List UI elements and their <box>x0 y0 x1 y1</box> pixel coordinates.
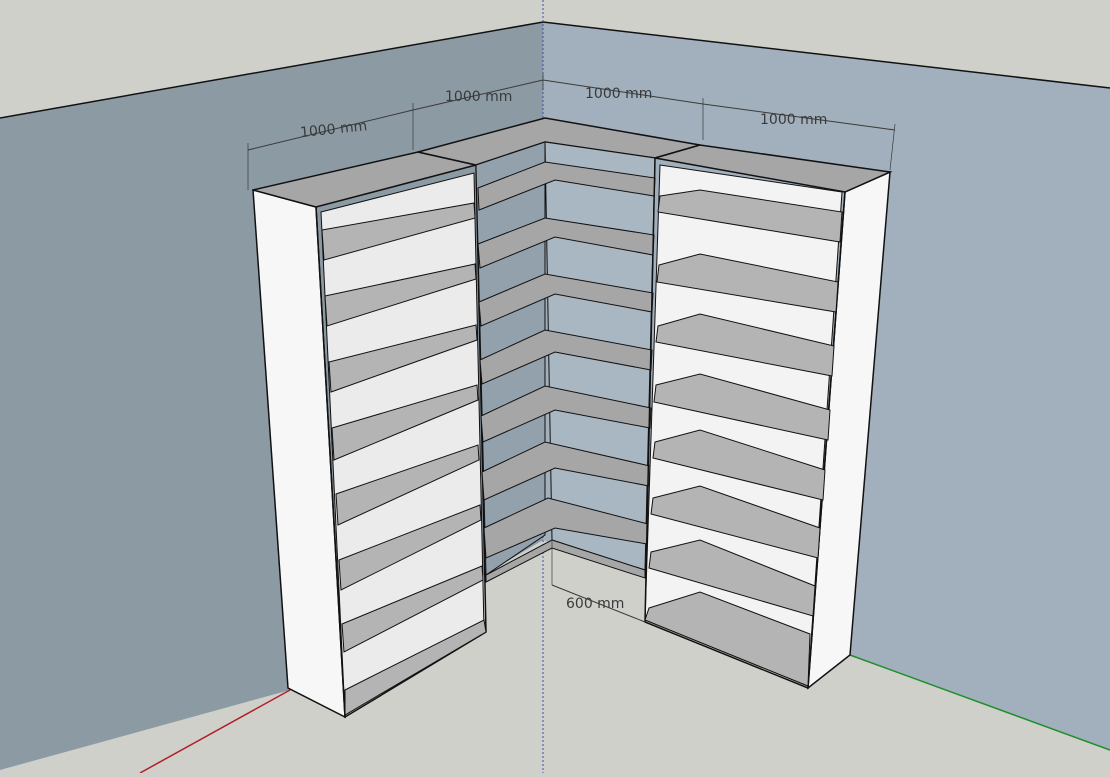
left-shelves <box>321 202 487 716</box>
right-bookcase-top <box>654 144 893 193</box>
right-shelf <box>650 485 821 559</box>
dimension-label: 600 mm <box>566 596 624 612</box>
dimension-top-mid-right[interactable]: 1000 mm <box>542 79 704 140</box>
left-shelf <box>344 619 487 716</box>
corner-shelf <box>480 385 652 443</box>
left-shelf <box>335 444 480 526</box>
dimension-label: 1000 mm <box>760 112 827 128</box>
right-shelves <box>644 189 843 687</box>
dimension-label: 1000 mm <box>445 89 512 105</box>
dimension-top-right[interactable]: 1000 mm <box>702 103 896 171</box>
left-shelf <box>338 504 482 591</box>
left-shelf <box>324 263 477 327</box>
left-shelf <box>321 202 476 261</box>
right-shelf <box>648 539 816 617</box>
dimension-label: 1000 mm <box>299 118 368 141</box>
left-shelf <box>341 565 484 653</box>
right-shelf <box>656 253 839 313</box>
dimension-top-mid-left[interactable]: 1000 mm <box>412 74 544 111</box>
left-bookcase-front-edge <box>315 164 487 719</box>
left-shelf <box>331 384 479 461</box>
dimension-label: 1000 mm <box>585 86 652 102</box>
right-shelf <box>657 189 843 243</box>
dimension-depth[interactable]: 600 mm <box>551 540 646 623</box>
left-shelf <box>328 324 478 393</box>
right-shelf <box>652 429 826 501</box>
green-axis-far <box>849 654 1110 751</box>
right-shelf <box>655 313 835 377</box>
right-shelf <box>644 591 811 687</box>
red-axis <box>139 689 291 774</box>
dimension-top-left[interactable]: 1000 mm <box>247 103 414 190</box>
right-shelf <box>653 373 831 441</box>
